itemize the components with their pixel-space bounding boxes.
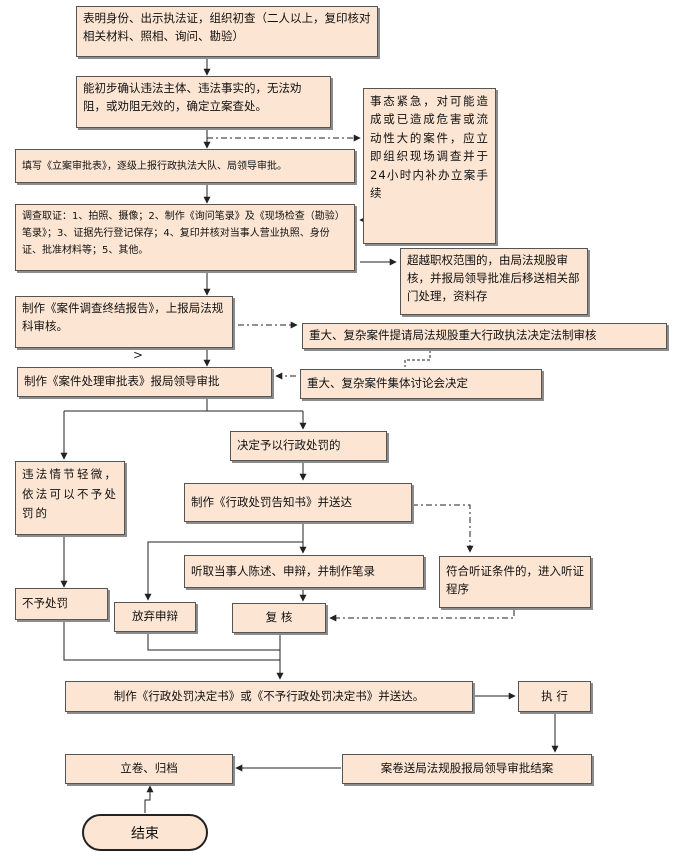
decide-penalty: 决定予以行政处罚的 <box>230 431 387 461</box>
gt-marker: > <box>133 348 144 362</box>
hearing-procedure-text: 符合听证条件的，进入听证程序 <box>446 564 584 596</box>
no-penalty: 不予处罚 <box>15 588 108 620</box>
major-case-legal-review: 重大、复杂案件提请局法规股重大行政执法决定法制审核 <box>302 323 667 349</box>
step-evidence-collection: 调查取证：1、拍照、摄像；2、制作《询问笔录》及《现场检查（勘验）笔录》；3、证… <box>15 204 355 271</box>
step-confirm-case: 能初步确认违法主体、违法事实的，无法劝阻，或劝阻无效的，确定立案查处。 <box>76 76 331 128</box>
transfer-note-text: 超越职权范围的，由局法规股审核，并报局领导批准后移送相关部门处理，资料存 <box>407 253 580 303</box>
execute: 执 行 <box>518 681 591 712</box>
case-closure-approval: 案卷送局法规股报局领导审批结案 <box>342 754 592 784</box>
recheck-text: 复 核 <box>265 610 293 625</box>
major-case-legal-review-text: 重大、复杂案件提请局法规股重大行政执法决定法制审核 <box>309 328 597 343</box>
archive-filing-text: 立卷、归档 <box>120 761 178 776</box>
collective-decision-text: 重大、复杂案件集体讨论会决定 <box>307 376 468 391</box>
dash-major-collective <box>404 350 431 367</box>
end-terminator: 结束 <box>82 814 208 851</box>
step-filing-approval-text: 填写《立案审批表》，逐级上报行政执法大队、局领导审批。 <box>22 160 287 172</box>
waive-defense: 放弃申辩 <box>114 602 196 632</box>
step-initial-inspection: 表明身份、出示执法证，组织初查（二人以上，复印核对相关材料、照相、询问、勘验） <box>76 6 378 57</box>
transfer-note: 超越职权范围的，由局法规股审核，并报局领导批准后移送相关部门处理，资料存 <box>400 248 588 315</box>
end-terminator-text: 结束 <box>131 825 159 842</box>
step-confirm-case-text: 能初步确认违法主体、违法事实的，无法劝阻，或劝阻无效的，确定立案查处。 <box>83 81 302 113</box>
collective-decision: 重大、复杂案件集体讨论会决定 <box>300 369 542 399</box>
urgent-case-text: 事态紧急，对可能造成或已造成危害或流动性大的案件，应立即组织现场调查并于24小时… <box>370 94 489 200</box>
penalty-decision-document-text: 制作《行政处罚决定书》或《不予行政处罚决定书》并送达。 <box>113 688 425 703</box>
arrow-end-archive <box>144 785 154 813</box>
step-initial-inspection-text: 表明身份、出示执法证，组织初查（二人以上，复印核对相关材料、照相、询问、勘验） <box>83 11 371 43</box>
recheck: 复 核 <box>232 603 326 633</box>
case-closure-approval-text: 案卷送局法规股报局领导审批结案 <box>380 761 554 776</box>
penalty-notice-text: 制作《行政处罚告知书》并送达 <box>191 494 352 509</box>
penalty-notice: 制作《行政处罚告知书》并送达 <box>184 483 412 522</box>
urgent-case-note: 事态紧急，对可能造成或已造成危害或流动性大的案件，应立即组织现场调查并于24小时… <box>363 88 496 244</box>
step-investigation-report-text: 制作《案件调查终结报告》，上报局法规科审核。 <box>22 301 224 333</box>
penalty-decision-document: 制作《行政处罚决定书》或《不予行政处罚决定书》并送达。 <box>65 681 473 712</box>
dash-notice-hearing <box>412 504 474 553</box>
hear-statement: 听取当事人陈述、申辩，并制作笔录 <box>184 555 424 588</box>
minor-violation: 违法情节轻微，依法可以不予处罚的 <box>15 461 125 535</box>
step-filing-approval: 填写《立案审批表》，逐级上报行政执法大队、局领导审批。 <box>15 149 355 183</box>
hear-statement-text: 听取当事人陈述、申辩，并制作笔录 <box>191 563 375 578</box>
arrow-to-waive <box>144 541 303 601</box>
step-case-handling-approval-text: 制作《案件处理审批表》报局领导审批 <box>24 374 220 389</box>
dash-hearing-recheck <box>329 610 515 622</box>
decide-penalty-text: 决定予以行政处罚的 <box>237 438 341 453</box>
archive-filing: 立卷、归档 <box>65 754 233 784</box>
step-evidence-collection-text: 调查取证：1、拍照、摄像；2、制作《询问笔录》及《现场检查（勘验）笔录》；3、证… <box>22 211 345 256</box>
minor-violation-text: 违法情节轻微，依法可以不予处罚的 <box>22 467 118 521</box>
step-investigation-report: 制作《案件调查终结报告》，上报局法规科审核。 <box>15 296 233 348</box>
waive-defense-text: 放弃申辩 <box>132 609 178 624</box>
step-case-handling-approval: 制作《案件处理审批表》报局领导审批 <box>17 367 272 397</box>
no-penalty-text: 不予处罚 <box>22 596 68 611</box>
execute-text: 执 行 <box>541 688 568 703</box>
hearing-procedure: 符合听证条件的，进入听证程序 <box>439 556 591 608</box>
